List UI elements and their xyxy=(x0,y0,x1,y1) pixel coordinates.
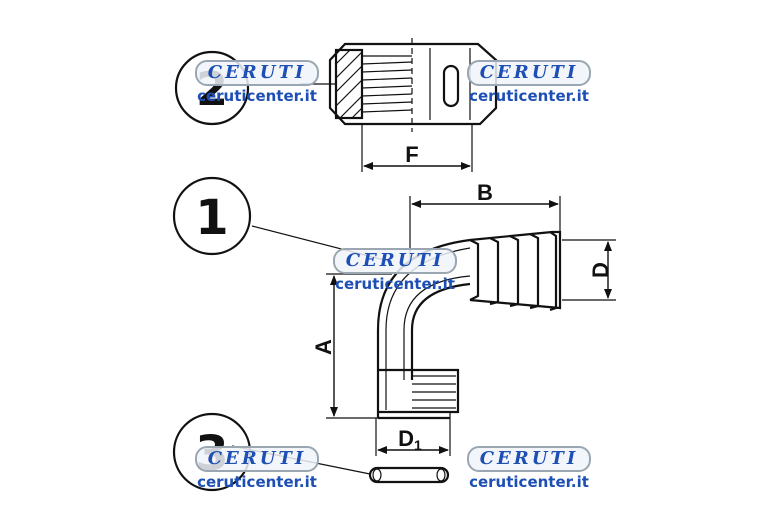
watermark-center: CERUTI ceruticenter.it xyxy=(332,248,458,293)
watermark-logo: CERUTI xyxy=(195,446,319,472)
callout-1-number: 1 xyxy=(195,190,228,246)
dimension-a xyxy=(326,273,392,419)
callout-1: 1 xyxy=(172,176,252,256)
watermark-site: ceruticenter.it xyxy=(469,87,589,105)
label-d1-sub: 1 xyxy=(414,437,422,453)
label-d: D xyxy=(588,262,613,278)
label-a: A xyxy=(311,339,336,355)
watermark-logo: CERUTI xyxy=(333,248,457,274)
label-d1: D1 xyxy=(398,426,422,453)
watermark-top-left: CERUTI ceruticenter.it xyxy=(194,60,320,105)
watermark-site: ceruticenter.it xyxy=(197,473,317,491)
threaded-nut xyxy=(300,38,498,132)
label-b: B xyxy=(477,180,493,205)
watermark-logo: CERUTI xyxy=(195,60,319,86)
watermark-site: ceruticenter.it xyxy=(469,473,589,491)
watermark-top-right: CERUTI ceruticenter.it xyxy=(466,60,592,105)
watermark-logo: CERUTI xyxy=(467,60,591,86)
dimension-f xyxy=(361,124,473,172)
watermark-bottom-right: CERUTI ceruticenter.it xyxy=(466,446,592,491)
label-f: F xyxy=(405,142,418,167)
watermark-site: ceruticenter.it xyxy=(197,87,317,105)
label-d1-main: D xyxy=(398,426,414,451)
dimension-d1 xyxy=(375,418,451,456)
watermark-logo: CERUTI xyxy=(467,446,591,472)
watermark-site: ceruticenter.it xyxy=(335,275,455,293)
watermark-bottom-left: CERUTI ceruticenter.it xyxy=(194,446,320,491)
dimension-d xyxy=(562,239,616,301)
